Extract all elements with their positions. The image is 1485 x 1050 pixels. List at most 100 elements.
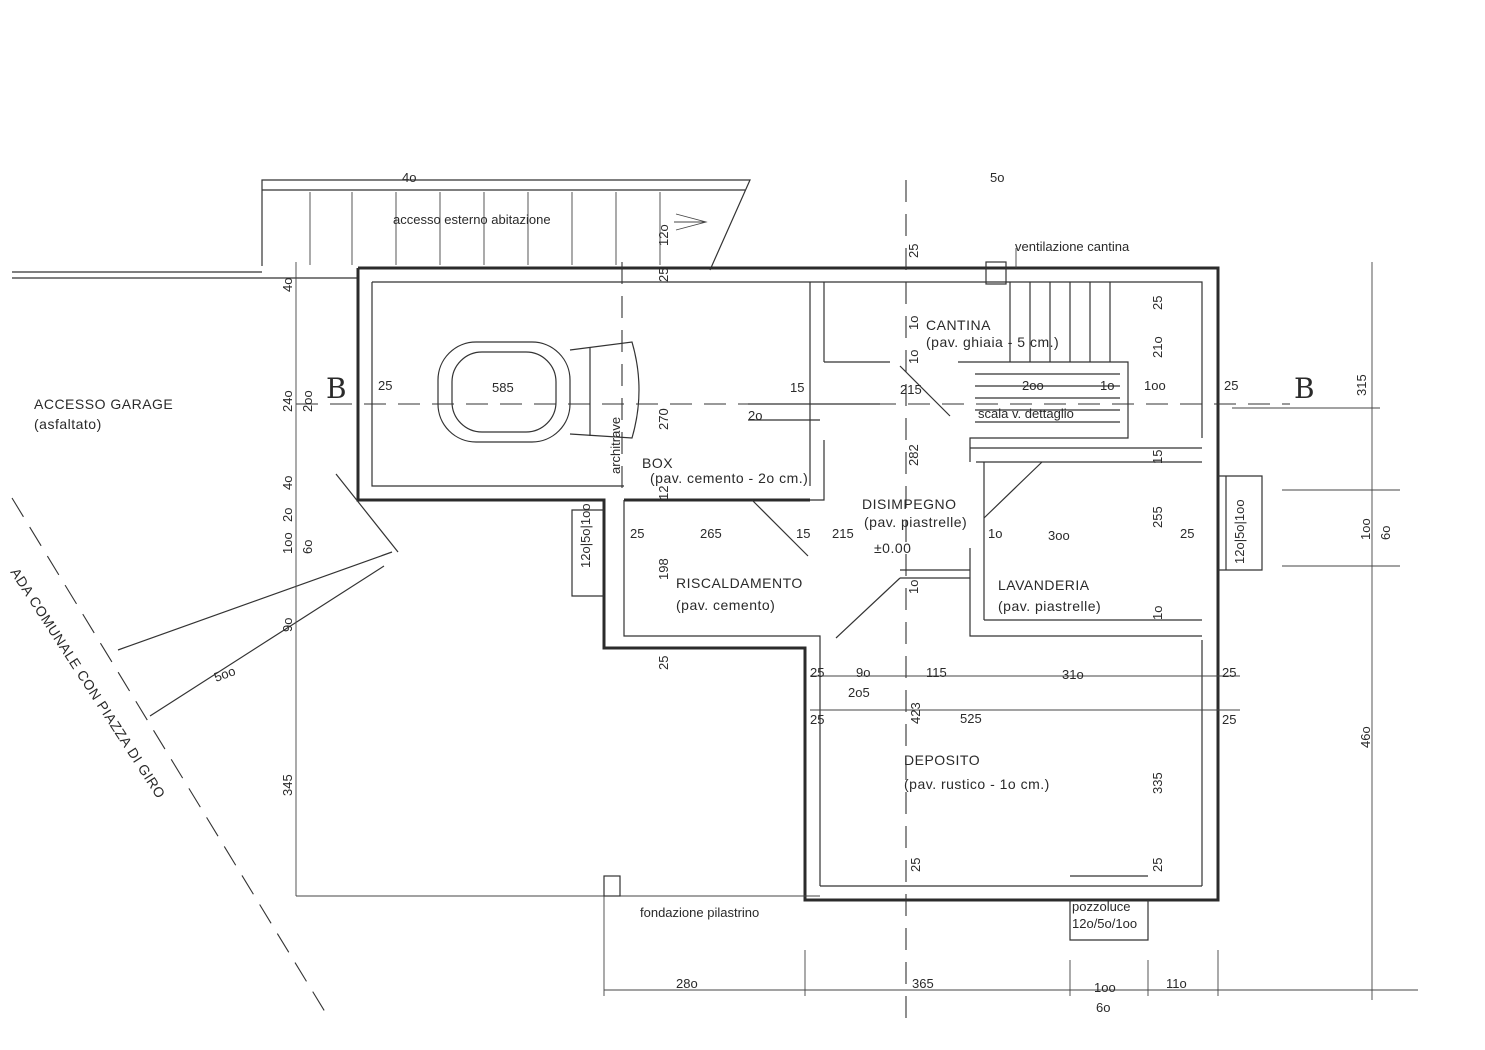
label-disimpegno-floor: (pav. piastrelle) [864, 514, 967, 530]
dim: 25 [810, 665, 824, 680]
dim: 28o [676, 976, 698, 991]
label-ventilazione: ventilazione cantina [1015, 239, 1130, 254]
dim: 2o [748, 408, 762, 423]
dim: 2o5 [848, 685, 870, 700]
dim: 25 [1150, 858, 1165, 872]
dim: 9o [280, 618, 295, 632]
car-icon [437, 341, 640, 443]
label-cantina-floor: (pav. ghiaia - 5 cm.) [926, 334, 1059, 350]
dim: 25 [1150, 296, 1165, 310]
dim: 1o [988, 526, 1002, 541]
dim: 25 [810, 712, 824, 727]
dim: 25 [378, 378, 392, 393]
dim: 1oo [1358, 518, 1373, 540]
dim: 24o [280, 390, 295, 412]
road-edge [11, 473, 399, 1021]
pilastrino [603, 875, 621, 897]
dim: 198 [656, 558, 671, 580]
dim: 25 [656, 656, 671, 670]
section-marker-right: B [1294, 372, 1315, 405]
dim: 423 [908, 702, 923, 724]
dim: 270 [656, 408, 671, 430]
dim: 25 [1222, 712, 1236, 727]
dim: 15 [790, 380, 804, 395]
dim: 1o [906, 316, 921, 330]
dim: 585 [492, 380, 514, 395]
dim: 345 [280, 774, 295, 796]
label-deposito-floor: (pav. rustico - 1o cm.) [904, 776, 1050, 792]
dim: 525 [960, 711, 982, 726]
dim: 12o [656, 224, 671, 246]
dim: 11o [1166, 976, 1187, 991]
dim: 315 [1354, 374, 1369, 396]
label-box-floor: (pav. cemento - 2o cm.) [650, 470, 808, 486]
dim: 25 [630, 526, 644, 541]
dim: 12o|5o|1oo [1232, 499, 1247, 564]
dim: 2o [280, 508, 295, 522]
dim: 2oo [1022, 378, 1044, 393]
dim: 265 [700, 526, 722, 541]
label-asfaltato: (asfaltato) [34, 416, 102, 432]
dim: 25 [906, 244, 921, 258]
dim: 115 [926, 665, 947, 680]
dim: 15 [796, 526, 810, 541]
dim: 25 [1180, 526, 1194, 541]
dim: 1oo [1094, 980, 1116, 995]
dim: 46o [1358, 726, 1373, 748]
dim-50-top: 5o [990, 170, 1004, 185]
dim: 6o [1378, 526, 1393, 540]
label-riscaldamento: RISCALDAMENTO [676, 575, 803, 591]
label-fondazione: fondazione pilastrino [640, 905, 759, 920]
dim: 365 [912, 976, 934, 991]
dim: 25 [1222, 665, 1236, 680]
section-marker-left: B [326, 372, 347, 405]
dim: 9o [856, 665, 870, 680]
label-riscaldamento-floor: (pav. cemento) [676, 597, 775, 613]
dim: 1o [1100, 378, 1114, 393]
dim: 215 [832, 526, 854, 541]
label-cantina: CANTINA [926, 317, 991, 333]
dim: 6o [300, 540, 315, 554]
label-pozzoluce-dim: 12o/5o/1oo [1072, 916, 1137, 931]
outer-walls [356, 261, 1263, 941]
label-lavanderia-floor: (pav. piastrelle) [998, 598, 1101, 614]
dim: 6o [1096, 1000, 1110, 1015]
dim: 335 [1150, 772, 1165, 794]
dim: 1o [906, 350, 921, 364]
dim: 1o [1150, 606, 1165, 620]
dim: 15 [1150, 450, 1165, 464]
label-strada: ADA COMUNALE CON PIAZZA DI GIRO [7, 565, 168, 801]
dim: 25 [656, 268, 671, 282]
label-deposito: DEPOSITO [904, 752, 980, 768]
label-pozzoluce: pozzoluce [1072, 899, 1131, 914]
external-access-steps [12, 179, 751, 279]
label-level: ±0.00 [874, 540, 911, 556]
dim: 215 [900, 382, 922, 397]
label-architrave: architrave [608, 417, 623, 474]
dim: 25 [908, 858, 923, 872]
dim: 12 [656, 486, 671, 500]
dim: 4o [280, 278, 295, 292]
dim: 12o|5o|1oo [578, 503, 593, 568]
label-lavanderia: LAVANDERIA [998, 577, 1090, 593]
dim: 1oo [280, 532, 295, 554]
label-disimpegno: DISIMPEGNO [862, 496, 956, 512]
dim: 4o [280, 476, 295, 490]
dim: 2oo [300, 390, 315, 412]
dim: 1oo [1144, 378, 1166, 393]
label-scala: scala v. dettaglio [978, 406, 1074, 421]
label-accesso-esterno: accesso esterno abitazione [393, 212, 551, 227]
dim: 5oo [212, 663, 238, 685]
label-accesso-garage: ACCESSO GARAGE [34, 396, 173, 412]
dim: 282 [906, 444, 921, 466]
dim: 31o [1062, 667, 1084, 682]
dimension-lines [295, 248, 1418, 1000]
label-box: BOX [642, 455, 673, 471]
dim: 3oo [1048, 528, 1070, 543]
dim: 21o [1150, 336, 1165, 358]
dim-40-top: 4o [402, 170, 416, 185]
dim: 255 [1150, 506, 1165, 528]
dim: 25 [1224, 378, 1238, 393]
dim: 1o [906, 580, 921, 594]
